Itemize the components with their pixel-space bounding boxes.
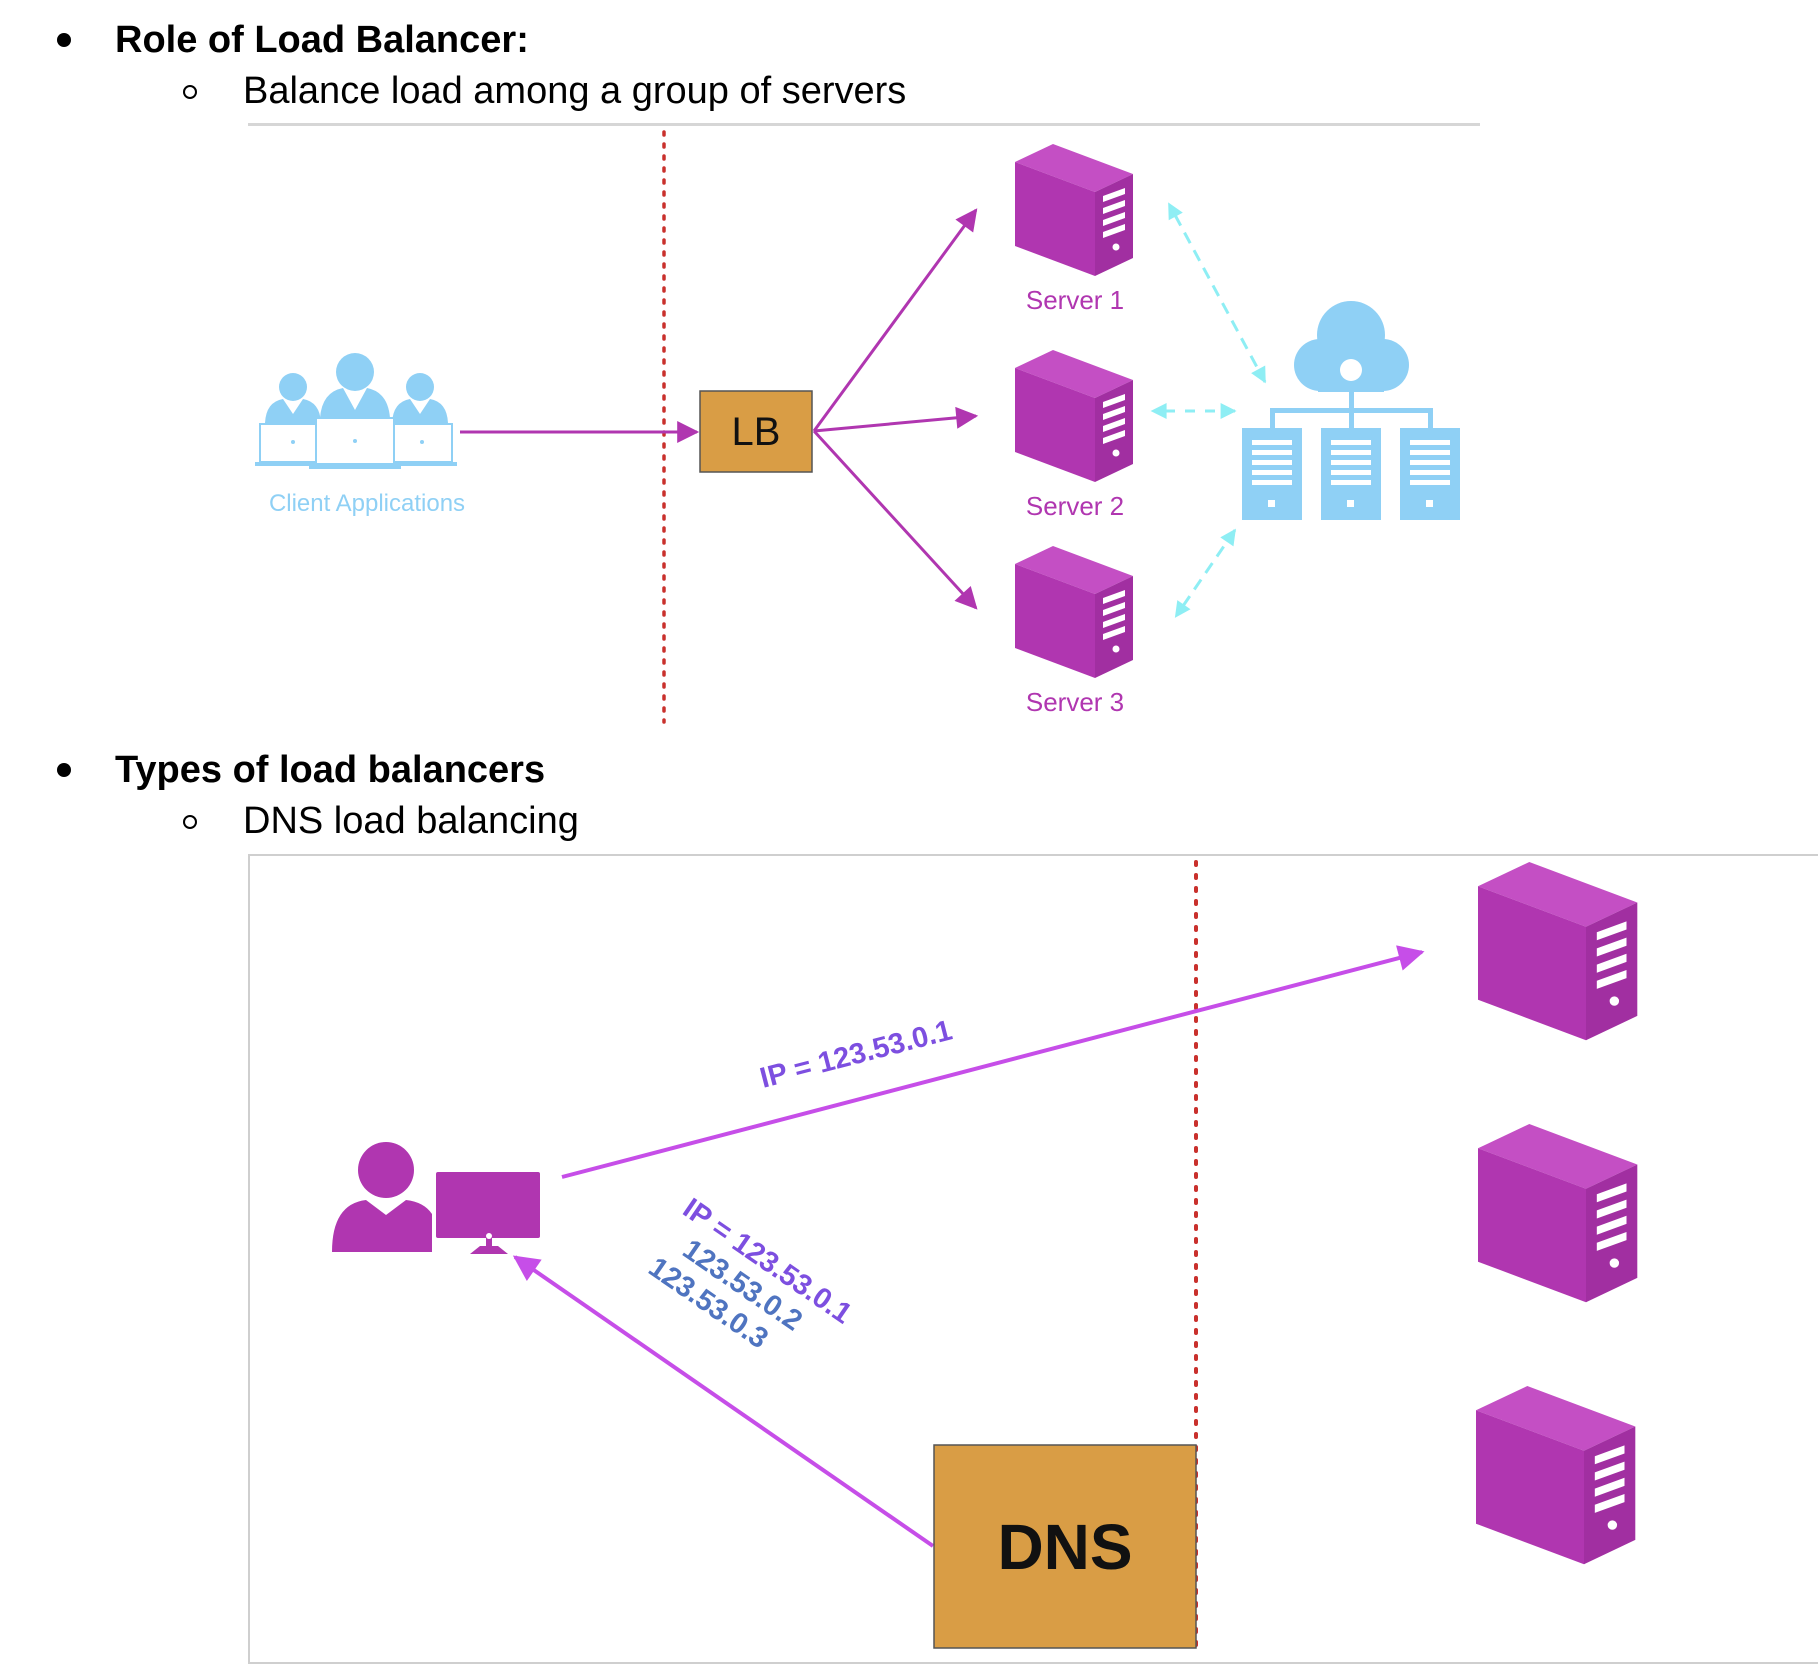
lb-label: LB <box>732 410 781 454</box>
server3-storage-link <box>1174 528 1237 618</box>
server-3-icon <box>1015 546 1133 678</box>
client-to-server-arrow <box>561 945 1425 1179</box>
diagram1-top-border <box>248 123 1480 126</box>
server-1-label: Server 1 <box>1026 285 1124 315</box>
server-3-label: Server 3 <box>1026 687 1124 717</box>
client-applications-icon <box>255 353 457 469</box>
dns-to-client-arrow <box>512 1255 935 1548</box>
heading-role-of-load-balancer: Role of Load Balancer: <box>115 19 529 61</box>
heading-types-of-load-balancers: Types of load balancers <box>115 749 546 791</box>
server-2-icon <box>1015 350 1133 482</box>
lb-box <box>699 390 813 473</box>
dns-response-ips: IP = 123.53.0.1 123.53.0.2 123.53.0.3 <box>643 1192 858 1355</box>
cloud-server-farm-icon <box>1242 301 1460 520</box>
dns-box <box>933 1444 1197 1649</box>
lb-to-server2-arrow <box>813 406 979 433</box>
subitem-dns-load-balancing: DNS load balancing <box>243 800 579 842</box>
server-b-icon <box>1478 1124 1638 1303</box>
subitem-balance-load: Balance load among a group of servers <box>243 70 907 112</box>
server-1-icon <box>1015 144 1133 276</box>
server1-storage-link <box>1168 202 1267 384</box>
dns-label: DNS <box>997 1511 1132 1583</box>
diagram2-frame <box>248 854 1818 1664</box>
lb-to-server1-arrow <box>812 208 978 432</box>
lb-to-server3-arrow <box>812 429 978 610</box>
server-c-icon <box>1476 1386 1636 1565</box>
sub-bullet <box>183 85 197 99</box>
user-computer-icon <box>332 1142 542 1254</box>
bullet <box>57 33 71 47</box>
client-applications-label: Client Applications <box>269 490 465 517</box>
server-a-icon <box>1478 862 1638 1041</box>
sub-bullet <box>183 815 197 829</box>
bullet <box>57 763 71 777</box>
server-2-label: Server 2 <box>1026 491 1124 521</box>
